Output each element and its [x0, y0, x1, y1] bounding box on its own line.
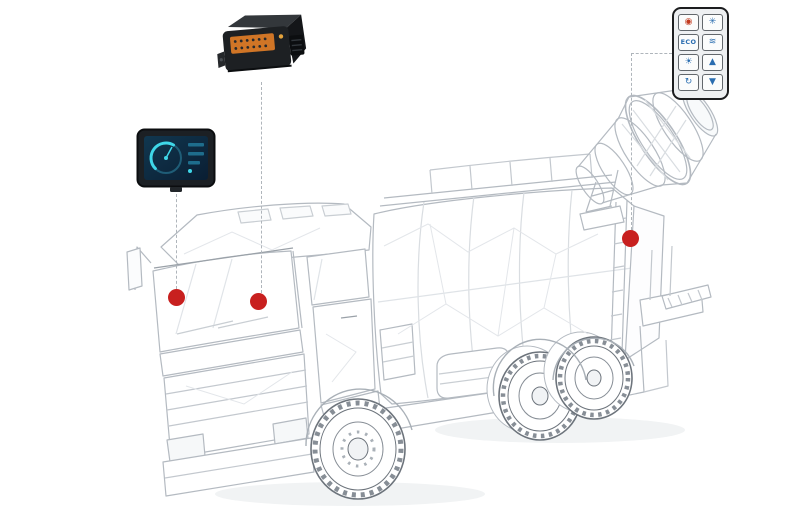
- display-screen: [144, 136, 208, 180]
- power-icon: ◉: [684, 17, 693, 27]
- leader-line-keypad-horizontal: [631, 53, 672, 54]
- control-unit-top: [227, 14, 302, 28]
- display-mount-stub: [170, 187, 182, 192]
- fan-icon: ✳: [708, 17, 717, 27]
- eco-label: ECO: [680, 38, 697, 47]
- connector-pins: [233, 37, 268, 50]
- dust-cannon: [575, 87, 719, 205]
- screen-info-bars: [188, 143, 204, 173]
- mount-point-windshield-left[interactable]: [168, 289, 185, 306]
- raise-icon: ▲: [709, 57, 716, 67]
- keypad-button-spray: ≋: [702, 34, 723, 51]
- status-led: [278, 34, 284, 39]
- wheels: [310, 331, 633, 500]
- keypad-button-raise: ▲: [702, 54, 723, 71]
- lower-icon: ▼: [709, 77, 716, 87]
- display-terminal: [136, 128, 218, 198]
- wheel-arches: [305, 337, 635, 447]
- leader-line-control-unit: [261, 82, 262, 293]
- keypad-button-rotate: ↻: [678, 74, 699, 91]
- keypad-button-eco: ECO: [678, 34, 699, 51]
- light-icon: ☀: [684, 57, 693, 67]
- mesh-lines: [183, 223, 599, 405]
- control-unit: [211, 4, 318, 94]
- control-keypad: ◉ ✳ ECO ≋ ☀ ▲ ↻ ▼: [672, 7, 729, 100]
- leader-line-keypad-vertical: [631, 53, 632, 230]
- keypad-button-light: ☀: [678, 54, 699, 71]
- keypad-button-lower: ▼: [702, 74, 723, 91]
- mount-point-windshield-right[interactable]: [250, 293, 267, 310]
- keypad-button-fan: ✳: [702, 14, 723, 31]
- mount-point-rear-tank[interactable]: [622, 230, 639, 247]
- keypad-button-power: ◉: [678, 14, 699, 31]
- spray-icon: ≋: [708, 37, 717, 47]
- gauge: [149, 141, 182, 174]
- leader-line-display: [176, 194, 177, 289]
- rotate-icon: ↻: [684, 77, 693, 87]
